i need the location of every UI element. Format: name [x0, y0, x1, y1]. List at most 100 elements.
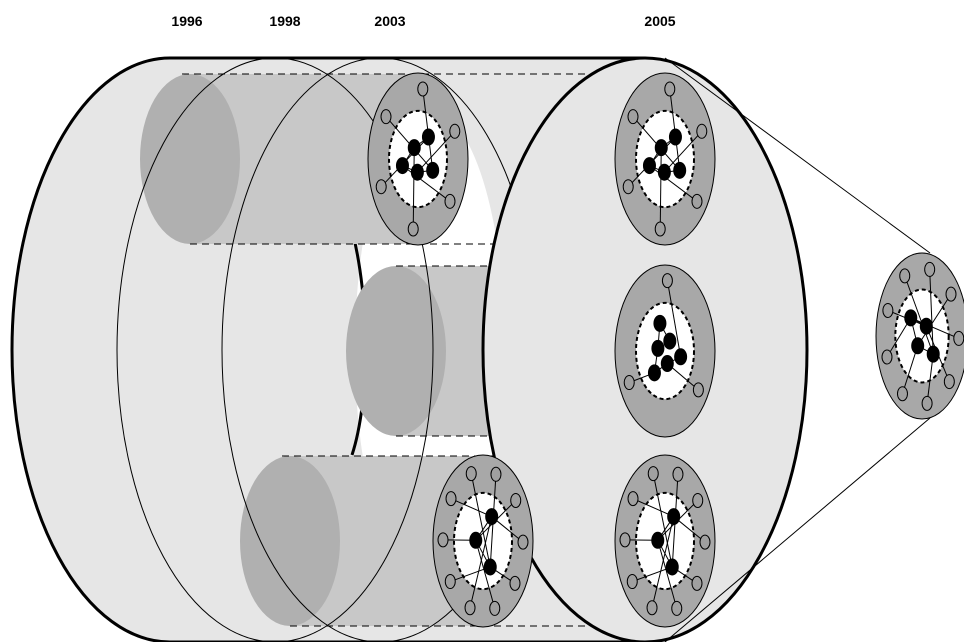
outer-node [924, 261, 936, 277]
outer-node [489, 600, 501, 616]
year-label-2003: 2003 [374, 13, 406, 29]
cluster-edge [910, 317, 959, 339]
outer-node [407, 221, 419, 237]
inner-node [421, 128, 435, 146]
outer-node [449, 123, 461, 139]
inner-node [407, 139, 421, 157]
slice-1998 [116, 57, 434, 642]
outer-node [882, 302, 894, 318]
cluster-edge [902, 345, 919, 394]
inner-node [674, 348, 688, 366]
outer-node [671, 600, 683, 616]
inner-node [426, 161, 440, 179]
cluster-edge [651, 516, 675, 608]
outer-node [464, 600, 476, 616]
zoom-line-bottom [664, 417, 931, 642]
cluster-edge [417, 130, 456, 173]
outer-node [661, 273, 673, 289]
cluster-bottom-2003 [432, 454, 534, 628]
inner-node [667, 508, 681, 526]
outer-node [444, 193, 456, 209]
outer-node [953, 330, 964, 346]
outer-node [646, 600, 658, 616]
cluster-edge [929, 269, 934, 355]
cluster-edge [450, 566, 491, 583]
outer-node [692, 492, 704, 508]
cluster-core [635, 491, 695, 591]
cluster-edge [657, 540, 678, 609]
inner-node [410, 163, 424, 181]
inner-node [653, 314, 667, 332]
cluster-core [894, 288, 950, 384]
inner-node [651, 339, 665, 357]
outer-node [896, 386, 908, 402]
zoom-line-top [664, 57, 931, 254]
inner-node [668, 128, 682, 146]
cluster-edge [402, 165, 451, 202]
outer-node [490, 466, 502, 482]
outer-node [619, 532, 631, 548]
outer-node [627, 109, 639, 125]
cluster-zoomed [875, 252, 964, 420]
inner-node [904, 309, 918, 327]
inner-node [911, 337, 925, 355]
outer-node [380, 109, 392, 125]
inner-node [660, 355, 674, 373]
cluster-edge [664, 130, 703, 173]
year-label-1996: 1996 [171, 13, 203, 29]
cluster-edge [632, 566, 673, 583]
inner-node [673, 161, 687, 179]
inner-node [485, 508, 499, 526]
cluster-bottom-2005 [614, 454, 716, 628]
cluster-edge [917, 293, 952, 347]
inner-node [469, 531, 483, 549]
outer-node [622, 179, 634, 195]
inner-node [642, 157, 656, 175]
inner-node [926, 345, 940, 363]
outer-node [626, 574, 638, 590]
outer-node [417, 81, 429, 97]
outer-node [696, 123, 708, 139]
inner-node [395, 157, 409, 175]
cluster-edge [469, 516, 493, 608]
cluster-edge [652, 473, 673, 568]
outer-node [699, 534, 711, 550]
outer-node [444, 574, 456, 590]
cluster-edge [450, 498, 492, 518]
outer-node [509, 575, 521, 591]
outer-node [945, 286, 957, 302]
outer-node [517, 534, 529, 550]
cluster-top-2003 [367, 72, 469, 246]
inner-node [483, 558, 497, 576]
outer-node [623, 375, 635, 391]
cluster-core [453, 491, 513, 591]
inner-node [663, 332, 677, 350]
outer-node [943, 374, 955, 390]
cluster-edge [659, 147, 662, 230]
outer-node [627, 491, 639, 507]
cluster-middle-2005 [614, 264, 716, 438]
outer-node [692, 382, 704, 398]
cluster-edge [470, 473, 491, 568]
cluster-edge [904, 275, 934, 355]
inner-node [657, 163, 671, 181]
outer-node [691, 575, 703, 591]
cluster-top-2005 [614, 72, 716, 246]
outer-node [664, 81, 676, 97]
outer-node [672, 466, 684, 482]
cluster-edge [412, 147, 415, 230]
outer-node [654, 221, 666, 237]
outer-node [465, 466, 477, 482]
outer-node [691, 193, 703, 209]
outer-node [921, 395, 933, 411]
cluster-edge [475, 540, 496, 609]
inner-node [651, 531, 665, 549]
inner-node [654, 139, 668, 157]
year-label-1998: 1998 [269, 13, 301, 29]
outer-node [881, 349, 893, 365]
inner-node [665, 558, 679, 576]
cluster-edge [666, 280, 682, 357]
outer-node [510, 492, 522, 508]
